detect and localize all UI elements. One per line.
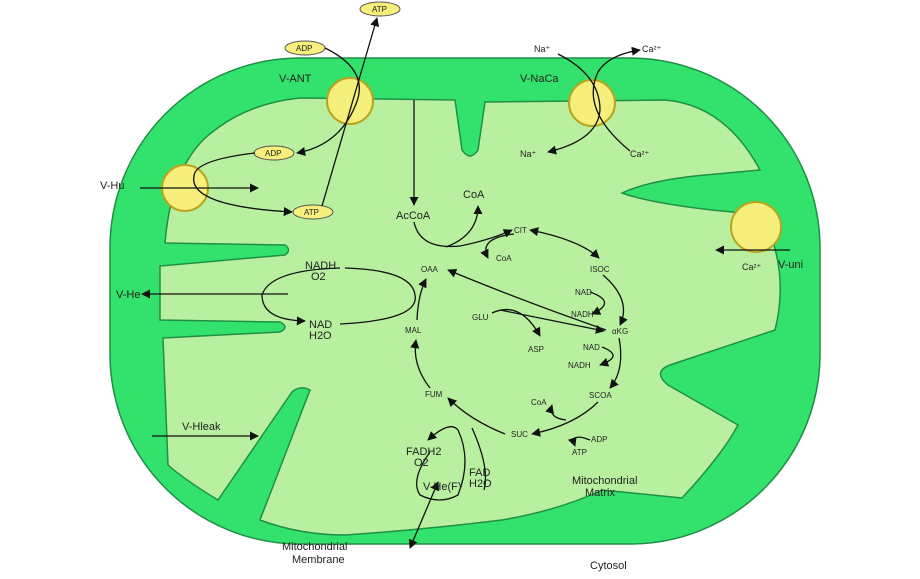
asp-label: ASP xyxy=(528,345,544,354)
membrane-label-1: Mitochondrial xyxy=(282,541,347,553)
coa-top-label: CoA xyxy=(463,189,485,201)
accoa-label: AcCoA xyxy=(396,210,431,222)
glu-label: GLU xyxy=(472,313,489,322)
adp-suc-label: ADP xyxy=(591,435,607,444)
o2-resp-label: O2 xyxy=(311,271,326,283)
v-hu-label: V-Hu xyxy=(100,180,124,192)
v-he-label: V-He xyxy=(116,289,140,301)
v-uni-label: V-uni xyxy=(778,259,803,271)
coa-suc-label: CoA xyxy=(531,398,547,407)
nad-resp-label: NAD xyxy=(309,319,332,331)
h2o-resp-label: H2O xyxy=(309,330,332,342)
nadh-resp-label: NADH xyxy=(305,260,336,272)
v-hleak-label: V-Hleak xyxy=(182,421,221,433)
nad1-label: NAD xyxy=(575,288,592,297)
nadh2-label: NADH xyxy=(568,361,591,370)
adp-out-label: ADP xyxy=(296,44,312,53)
na-in-label: Na⁺ xyxy=(520,149,537,159)
transport-arrows xyxy=(140,17,790,549)
mal-label: MAL xyxy=(405,326,422,335)
fad-h2o-label: H2O xyxy=(469,478,492,490)
v-ant-transporter xyxy=(326,77,374,125)
nad2-label: NAD xyxy=(583,343,600,352)
fadh2-label: FADH2 xyxy=(406,446,441,458)
v-he-f-label: V-He(F) xyxy=(423,481,462,493)
atp-out-badge xyxy=(359,1,401,17)
scoa-label: SCOA xyxy=(589,391,612,400)
matrix-label-1: Mitochondrial xyxy=(572,475,637,487)
cytosol-label: Cytosol xyxy=(590,560,627,572)
v-naca-label: V-NaCa xyxy=(520,73,559,85)
labels: V-ANT V-NaCa V-Hu V-uni V-He V-Hleak V-H… xyxy=(100,5,803,572)
atp-in-badge xyxy=(292,204,334,220)
fad-label: FAD xyxy=(469,467,490,479)
coa-cit-label: CoA xyxy=(496,254,512,263)
atp-out-label: ATP xyxy=(372,5,387,14)
ca-out-label: Ca²⁺ xyxy=(642,44,662,54)
v-ant-label: V-ANT xyxy=(279,73,312,85)
suc-label: SUC xyxy=(511,430,528,439)
atp-suc-label: ATP xyxy=(572,448,587,457)
fadh2-o2-label: O2 xyxy=(414,457,429,469)
isoc-label: ISOC xyxy=(590,265,610,274)
v-naca-transporter xyxy=(568,79,616,127)
fum-label: FUM xyxy=(425,390,443,399)
atp-in-label: ATP xyxy=(304,208,319,217)
nadh1-label: NADH xyxy=(571,310,594,319)
v-uni-transporter xyxy=(730,201,782,253)
oaa-label: OAA xyxy=(421,265,439,274)
adp-in-label: ADP xyxy=(265,149,281,158)
na-out-label: Na⁺ xyxy=(534,44,551,54)
akg-label: αKG xyxy=(612,327,628,336)
ca-in-label: Ca²⁺ xyxy=(630,149,650,159)
matrix-label-2: Matrix xyxy=(585,487,615,499)
cit-label: CIT xyxy=(514,226,527,235)
ca-uni-label: Ca²⁺ xyxy=(742,262,762,272)
krebs-cycle-arrows xyxy=(261,205,628,501)
membrane-label-2: Membrane xyxy=(292,554,345,566)
